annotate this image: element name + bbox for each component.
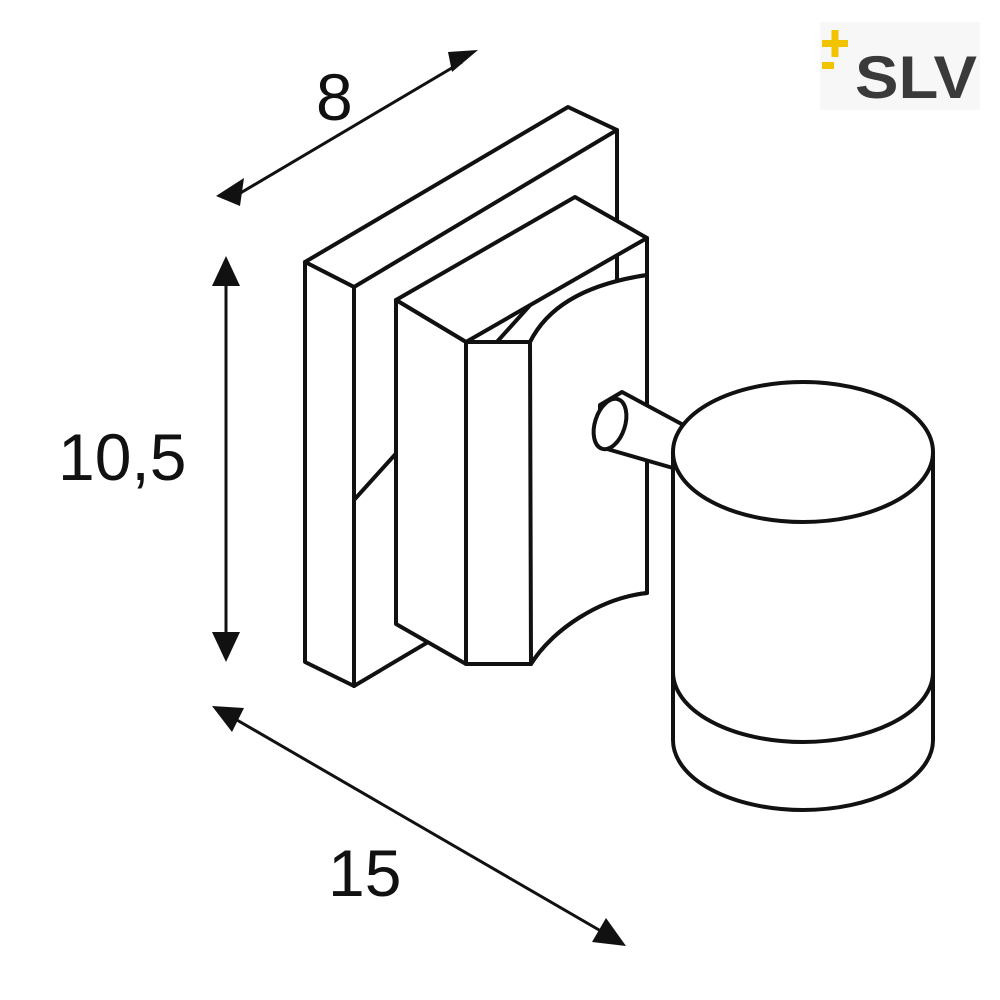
mounting-block xyxy=(394,195,649,666)
depth-label: 8 xyxy=(316,60,353,134)
height-arrow-top xyxy=(212,256,240,286)
sparkle-icon xyxy=(822,30,848,69)
width-arrow-end xyxy=(592,918,626,946)
mounting-block-curve-bottom xyxy=(529,591,649,666)
height-arrow-bottom xyxy=(212,632,240,662)
depth-arrow-start xyxy=(216,178,244,206)
lamp-head-top xyxy=(671,380,935,524)
height-label: 10,5 xyxy=(58,420,186,494)
lamp-head-body xyxy=(671,450,935,812)
depth-dimension: 8 xyxy=(216,50,478,206)
width-dimension-line xyxy=(229,714,607,936)
logo-text: SLV xyxy=(855,44,977,111)
depth-arrow-end xyxy=(448,50,478,72)
arm-end-cap xyxy=(591,396,629,452)
width-dimension: 15 xyxy=(212,706,626,946)
mounting-block-side xyxy=(394,298,468,666)
mounting-block-front-edge xyxy=(528,340,533,666)
depth-dimension-line xyxy=(231,60,463,200)
brand-logo: SLV xyxy=(820,22,980,111)
width-label: 15 xyxy=(328,836,401,910)
wall-plate-side xyxy=(303,260,356,688)
height-dimension: 10,5 xyxy=(58,256,240,662)
logo-background xyxy=(820,22,980,110)
width-arrow-start xyxy=(212,706,244,732)
lamp-head-band-line xyxy=(671,670,935,744)
lamp-head xyxy=(671,380,935,812)
mounting-block-curve-top xyxy=(528,273,649,344)
